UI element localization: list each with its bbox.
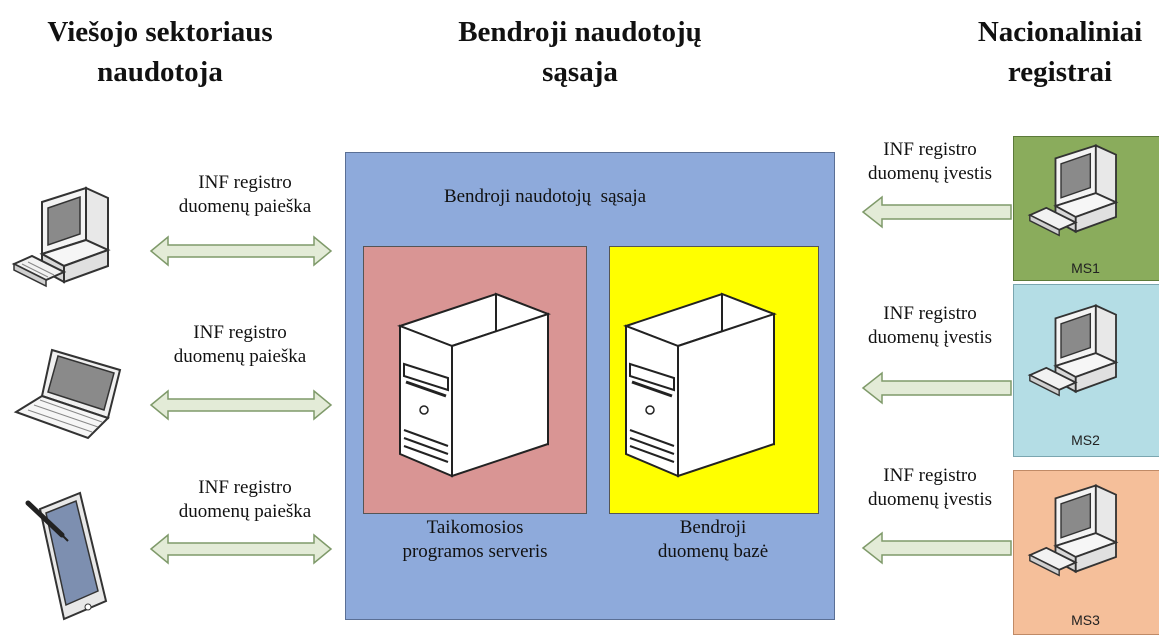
register-label-ms1: MS1 bbox=[1071, 260, 1100, 276]
desktop-computer-icon bbox=[11, 186, 111, 288]
tablet-icon bbox=[25, 491, 108, 621]
register-label-ms3: MS3 bbox=[1071, 612, 1100, 628]
double-arrow-1 bbox=[149, 235, 333, 267]
register-computer-icon-3 bbox=[1027, 484, 1119, 577]
laptop-icon bbox=[13, 348, 122, 440]
register-label-ms2: MS2 bbox=[1071, 432, 1100, 448]
double-arrow-3 bbox=[149, 533, 333, 565]
double-arrow-2 bbox=[149, 389, 333, 421]
register-computer-icon-1 bbox=[1027, 144, 1119, 237]
input-arrow-3 bbox=[861, 531, 1012, 565]
input-arrow-1 bbox=[861, 195, 1012, 229]
register-computer-icon-2 bbox=[1027, 304, 1119, 397]
app-server-icon bbox=[397, 292, 551, 478]
center-box-title: Bendroji naudotojų sąsaja bbox=[443, 186, 647, 207]
database-server-icon bbox=[623, 292, 777, 478]
input-arrow-2 bbox=[861, 371, 1012, 405]
